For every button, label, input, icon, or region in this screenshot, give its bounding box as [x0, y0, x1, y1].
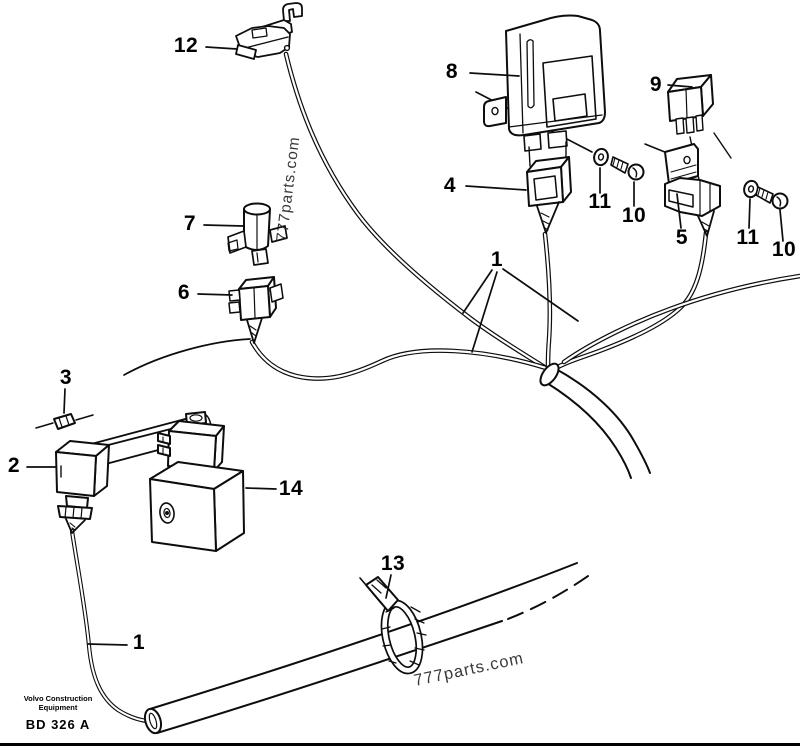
callout-10a: 10 — [621, 204, 647, 227]
part5-bracket — [644, 143, 721, 237]
leader-8 — [469, 72, 520, 77]
hose-bottom-edge — [156, 620, 503, 734]
block-front — [149, 478, 217, 552]
brand-line1: Volvo Construction — [23, 694, 93, 703]
leader-4 — [465, 185, 527, 191]
leader-12 — [205, 46, 238, 50]
part3-sleeve — [35, 413, 94, 430]
leader-14 — [245, 487, 277, 490]
callout-12: 12 — [173, 34, 199, 57]
bottom-tab — [251, 248, 269, 266]
body-top — [243, 202, 271, 216]
callout-13: 13 — [380, 552, 406, 575]
brand-line2: Equipment — [38, 702, 78, 712]
figure-code: BD 326 A — [25, 717, 91, 732]
callout-8: 8 — [445, 60, 459, 83]
part12-clip — [235, 2, 303, 60]
leader-3 — [63, 388, 66, 414]
screw-10a — [610, 156, 645, 181]
harness-sleeve — [539, 362, 560, 387]
box-body — [505, 14, 606, 137]
leader-9 — [667, 84, 693, 88]
leader-11b — [748, 198, 751, 229]
leader-1b — [87, 643, 128, 646]
part13-cable-tie — [359, 576, 427, 675]
part4-connector — [526, 141, 572, 234]
spade-terminal — [157, 444, 171, 457]
part14-solenoid-valve — [149, 411, 245, 552]
part8-control-unit — [475, 14, 606, 153]
right-wing — [269, 225, 288, 243]
callout-11a: 11 — [588, 190, 612, 213]
bottom-tab — [547, 130, 568, 149]
leader-7 — [203, 224, 244, 227]
callout-1-bottom: 1 — [132, 631, 146, 654]
leader-5 — [676, 193, 682, 229]
callout-7: 7 — [183, 212, 197, 235]
pin — [685, 116, 695, 134]
front — [667, 86, 704, 122]
spade-terminal — [157, 432, 171, 445]
mount-tab — [483, 96, 507, 128]
pin — [675, 117, 685, 135]
callout-10b: 10 — [771, 238, 797, 261]
part2-connector-assembly — [55, 413, 212, 534]
callout-4: 4 — [443, 174, 457, 197]
left-tab — [228, 289, 241, 302]
wire-from-part2 — [69, 528, 150, 724]
leader-1c-c — [502, 268, 579, 322]
screw-10b — [755, 186, 789, 210]
wire-thin-left — [123, 338, 251, 376]
washer-11a — [593, 147, 609, 167]
part7-connector — [227, 202, 288, 266]
tab-hole — [491, 106, 499, 116]
hose-dashed-edge — [507, 573, 592, 620]
callout-1-center: 1 — [490, 248, 504, 271]
hose-top-edge — [149, 562, 578, 710]
threaded-ring — [57, 505, 93, 520]
wiring-harness — [69, 51, 800, 724]
connector-front — [55, 451, 97, 497]
cable-tie-head — [365, 576, 399, 612]
front-panel — [542, 55, 597, 128]
bottom-tab — [523, 133, 542, 152]
callout-6: 6 — [177, 281, 191, 304]
callout-5: 5 — [675, 226, 689, 249]
part9-relay — [667, 74, 732, 190]
wire-from-part5 — [553, 230, 709, 371]
front — [526, 166, 564, 207]
wire-from-part6 — [249, 339, 549, 381]
page-bottom-edge — [0, 743, 800, 746]
right-tab — [269, 283, 284, 303]
harness-tube — [546, 368, 651, 479]
callout-3: 3 — [59, 366, 73, 389]
clip-jaw — [235, 44, 257, 60]
panel-window — [552, 93, 588, 122]
hose-conduit — [143, 562, 592, 735]
leader-6 — [197, 293, 233, 296]
pin — [695, 114, 704, 132]
leader-1c-b — [471, 271, 498, 353]
groove — [526, 39, 535, 109]
part6-connector — [228, 276, 284, 344]
plate-hole — [683, 155, 691, 165]
callout-14: 14 — [278, 477, 304, 500]
leader-10b — [779, 209, 784, 242]
footer-block: Volvo Construction Equipment BD 326 A — [12, 694, 104, 732]
left-tab — [228, 301, 241, 314]
port-hole — [159, 502, 175, 524]
leader-13 — [385, 574, 392, 599]
leader-lines — [26, 46, 784, 646]
callout-2: 2 — [7, 454, 21, 477]
hook-strap — [282, 2, 303, 22]
leader-1c-a — [462, 269, 493, 314]
callout-11b: 11 — [736, 226, 760, 249]
callout-9: 9 — [649, 73, 663, 96]
